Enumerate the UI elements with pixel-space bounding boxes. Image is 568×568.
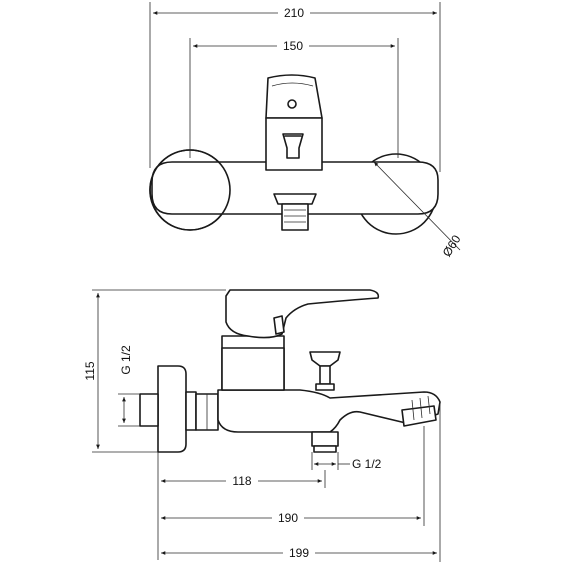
- side-view-cartridge: [221, 335, 285, 391]
- dim-115-label: 115: [83, 361, 97, 380]
- side-view-handle: [225, 289, 380, 339]
- dim-199-label: 199: [289, 546, 309, 560]
- dim-outlet-thread-label: G 1/2: [352, 457, 382, 471]
- dim-inlet-thread: G 1/2: [118, 345, 140, 427]
- dim-150: 150: [189, 37, 399, 158]
- dim-118: 118: [157, 452, 326, 560]
- side-view: 115 G 1/2 G 1/2 118: [83, 289, 441, 562]
- dim-118-label: 118: [232, 474, 251, 488]
- side-view-connector: [185, 391, 219, 431]
- dim-210-label: 210: [284, 6, 304, 20]
- dim-190: 190: [161, 426, 425, 526]
- dim-210: 210: [149, 2, 441, 172]
- side-view-outlet: [311, 431, 339, 453]
- top-view-handle: [265, 74, 323, 171]
- dim-199: 199: [161, 404, 441, 562]
- dim-190-label: 190: [278, 511, 298, 525]
- side-view-diverter: [309, 351, 341, 391]
- top-view-body: [149, 149, 439, 235]
- side-view-body: [217, 389, 441, 433]
- dim-150-label: 150: [283, 39, 303, 53]
- side-view-wall-flange: [157, 365, 187, 453]
- side-view-inlet-pipe: [139, 393, 159, 427]
- top-view: 210 150 Ø60: [149, 2, 464, 259]
- dim-inlet-thread-label: G 1/2: [119, 345, 133, 375]
- top-view-outlet: [273, 193, 317, 231]
- dim-diameter-label: Ø60: [440, 232, 464, 259]
- dim-115: 115: [83, 289, 226, 453]
- dim-outlet-thread: G 1/2: [311, 452, 382, 471]
